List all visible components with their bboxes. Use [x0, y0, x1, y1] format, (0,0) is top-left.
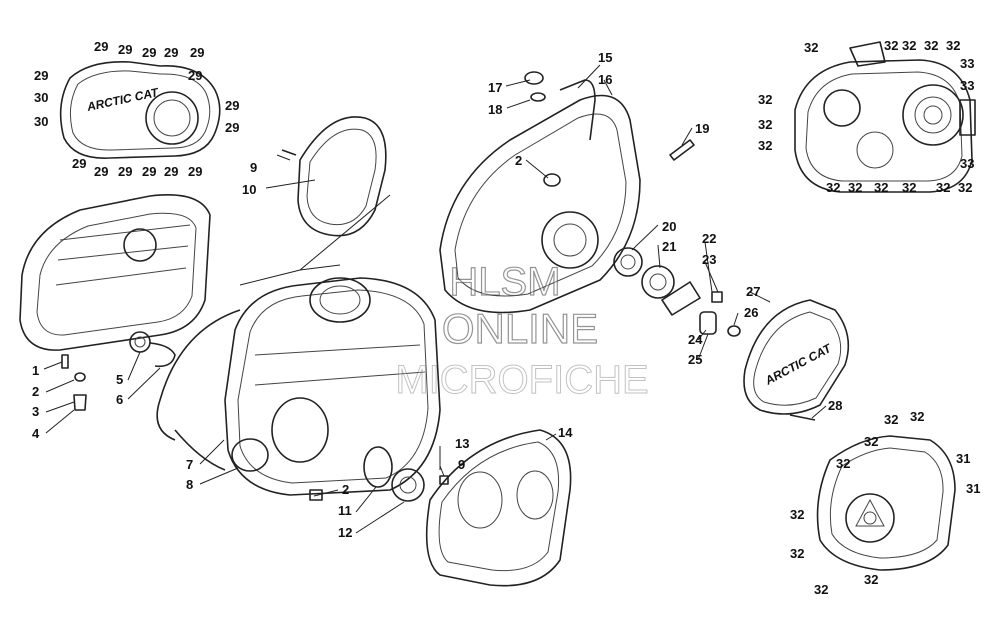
callout: 32	[790, 507, 804, 522]
callout: 32	[910, 409, 924, 424]
callouts: 29 29 29 29 29 29 30 30 29 29 29 29 29 2…	[32, 38, 980, 597]
callout: 2	[515, 153, 522, 168]
callout: 32	[848, 180, 862, 195]
callout: 25	[688, 352, 702, 367]
magneto-housing	[794, 41, 976, 193]
callout: 31	[956, 451, 970, 466]
output-bearings	[613, 247, 741, 337]
callout: 32	[758, 117, 772, 132]
watermark: HLSM ONLINE MICROFICHE	[395, 259, 649, 402]
callout: 32	[874, 180, 888, 195]
callout: 29	[142, 45, 156, 60]
watermark-line2: ONLINE	[442, 305, 598, 352]
callout: 9	[458, 457, 465, 472]
callout: 28	[828, 398, 842, 413]
callout: 21	[662, 239, 676, 254]
callout: 31	[966, 481, 980, 496]
leader-lines	[43, 64, 827, 534]
callout: 11	[338, 503, 352, 518]
callout: 29	[94, 164, 108, 179]
callout: 2	[342, 482, 349, 497]
callout: 29	[118, 42, 132, 57]
callout: 30	[34, 114, 48, 129]
callout: 32	[884, 412, 898, 427]
clutch-cover-logo: ARCTIC CAT	[85, 85, 161, 114]
callout: 32	[758, 138, 772, 153]
callout: 33	[960, 156, 974, 171]
callout: 8	[186, 477, 193, 492]
callout: 29	[190, 45, 204, 60]
callout: 27	[746, 284, 760, 299]
callout: 10	[242, 182, 256, 197]
callout: 29	[225, 120, 239, 135]
callout: 32	[936, 180, 950, 195]
center-case-cover	[156, 277, 441, 496]
callout: 18	[488, 102, 502, 117]
callout: 22	[702, 231, 716, 246]
callout: 2	[32, 384, 39, 399]
callout: 23	[702, 252, 716, 267]
callout: 29	[164, 164, 178, 179]
callout: 32	[836, 456, 850, 471]
callout: 29	[34, 68, 48, 83]
callout: 29	[225, 98, 239, 113]
lower-gasket	[309, 429, 572, 587]
callout: 1	[32, 363, 39, 378]
callout: 32	[924, 38, 938, 53]
callout: 12	[338, 525, 352, 540]
callout: 32	[884, 38, 898, 53]
callout: 33	[960, 78, 974, 93]
starter-cover	[816, 435, 956, 571]
callout: 13	[455, 436, 469, 451]
callout: 32	[814, 582, 828, 597]
callout: 32	[946, 38, 960, 53]
callout: 29	[188, 164, 202, 179]
callout: 19	[695, 121, 709, 136]
callout: 32	[804, 40, 818, 55]
callout: 32	[902, 180, 916, 195]
callout: 17	[488, 80, 502, 95]
callout: 14	[558, 425, 573, 440]
callout: 32	[864, 572, 878, 587]
callout: 29	[72, 156, 86, 171]
callout: 5	[116, 372, 123, 387]
callout: 32	[958, 180, 972, 195]
callout: 24	[688, 332, 703, 347]
watermark-line1: HLSM	[449, 260, 560, 304]
callout: 29	[94, 39, 108, 54]
callout: 29	[188, 68, 202, 83]
callout: 7	[186, 457, 193, 472]
clutch-gasket	[281, 116, 387, 237]
callout: 32	[902, 38, 916, 53]
callout: 15	[598, 50, 612, 65]
callout: 29	[164, 45, 178, 60]
callout: 4	[32, 426, 40, 441]
callout: 29	[118, 164, 132, 179]
center-crankcase	[439, 71, 695, 314]
callout: 3	[32, 404, 39, 419]
callout: 26	[744, 305, 758, 320]
side-cover-logo: ARCTIC CAT	[762, 340, 835, 388]
callout: 32	[790, 546, 804, 561]
callout: 30	[34, 90, 48, 105]
callout: 29	[142, 164, 156, 179]
callout: 16	[598, 72, 612, 87]
callout: 6	[116, 392, 123, 407]
callout: 32	[758, 92, 772, 107]
callout: 9	[250, 160, 257, 175]
callout: 20	[662, 219, 676, 234]
callout: 32	[826, 180, 840, 195]
inner-clutch-cover	[19, 194, 211, 411]
callout: 33	[960, 56, 974, 71]
watermark-line3: MICROFICHE	[395, 358, 648, 402]
callout: 32	[864, 434, 878, 449]
